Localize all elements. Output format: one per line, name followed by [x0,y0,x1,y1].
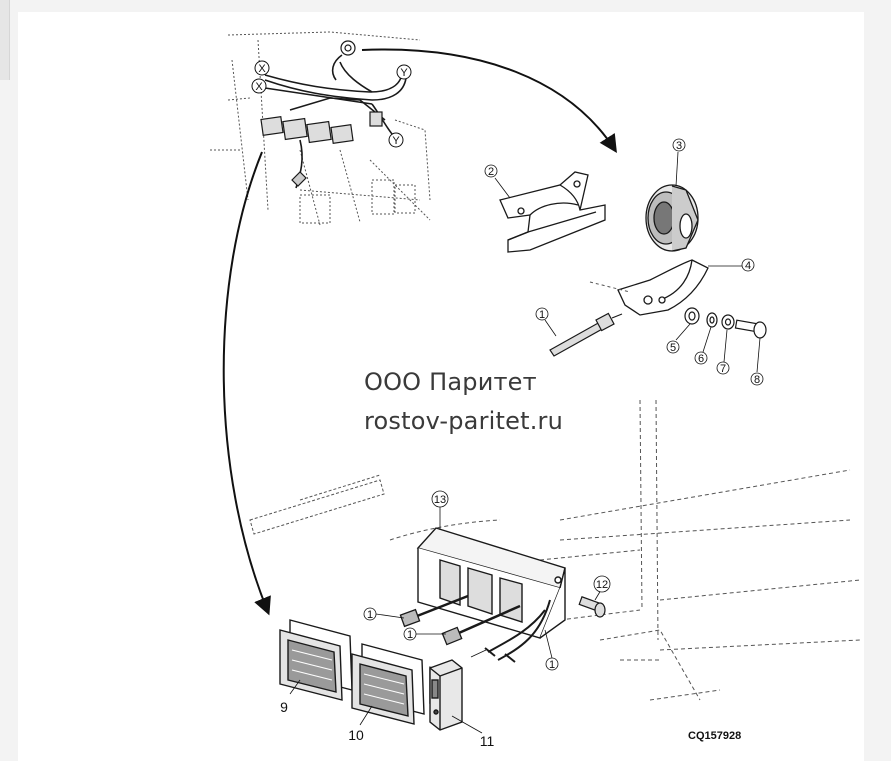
screw-12 [578,596,606,618]
svg-text:10: 10 [348,727,364,743]
svg-text:12: 12 [596,579,608,591]
callout-6: 6 [694,351,708,365]
callout-5: 5 [666,340,680,354]
callout-7: 7 [716,361,730,375]
svg-text:Y: Y [400,67,408,79]
washer-parts [684,307,735,330]
callout-1-lower-c: 1 [545,657,559,671]
left-edge-strip [0,0,10,80]
clamp-dashed-guide [589,281,631,293]
callout-3: 3 [672,138,686,152]
beacon-housing-part [645,184,699,252]
svg-text:1: 1 [407,629,413,641]
wire-marker-x-bottom: X [251,78,267,94]
svg-text:2: 2 [488,166,494,178]
clamp-bracket-part [617,259,709,316]
arrow-to-bracket-detail [361,48,617,154]
svg-text:1: 1 [367,609,373,621]
headlamp-sketch-row [260,111,383,144]
callout-13: 13 [431,490,449,508]
svg-text:13: 13 [434,494,446,506]
wire-marker-y-top: Y [396,64,412,80]
callout-1-lower-a: 1 [363,607,377,621]
watermark-website: rostov-paritet.ru [364,407,564,435]
lower-leader-lines [289,507,602,734]
side-lamp-11 [429,659,463,731]
upper-leader-lines [494,151,761,373]
sketch-connector-plug [291,171,307,187]
svg-text:6: 6 [698,353,704,365]
callout-10: 10 [348,727,364,743]
work-lamp-9 [279,619,353,701]
bar-sketch [249,474,385,535]
arrow-to-headlamp-detail [222,151,271,616]
svg-text:Y: Y [392,135,400,147]
callout-1-lower-b: 1 [403,627,417,641]
wiring-harness-lines [264,54,407,189]
svg-text:7: 7 [720,363,726,375]
watermark-company-name: ООО Паритет [364,368,537,396]
callout-1-upper: 1 [535,307,549,321]
svg-text:8: 8 [754,374,760,386]
wire-marker-y-bottom: Y [388,132,404,148]
callout-9: 9 [280,699,288,715]
svg-text:1: 1 [539,309,545,321]
callout-4: 4 [741,258,755,272]
sketch-bracket-top [340,40,356,56]
work-lamp-10 [351,643,425,725]
cab-corner-sketch [389,399,861,701]
wire-marker-x-top: X [254,60,270,76]
hex-bolt-part [734,319,767,339]
svg-text:5: 5 [670,342,676,354]
callout-12: 12 [593,575,611,593]
svg-text:X: X [258,63,266,75]
callout-8: 8 [750,372,764,386]
figure-code: CQ157928 [688,730,742,742]
diagram-sheet [18,12,864,761]
bulb-bolt-part [549,312,623,357]
svg-text:1: 1 [549,659,555,671]
callout-11: 11 [480,733,495,749]
cable-plugs [399,594,551,663]
svg-text:3: 3 [676,140,682,152]
svg-text:9: 9 [280,699,288,715]
svg-text:4: 4 [745,260,751,272]
svg-text:X: X [255,81,263,93]
svg-text:11: 11 [480,733,495,749]
callout-2: 2 [484,164,498,178]
mounting-bracket-part [499,171,606,253]
